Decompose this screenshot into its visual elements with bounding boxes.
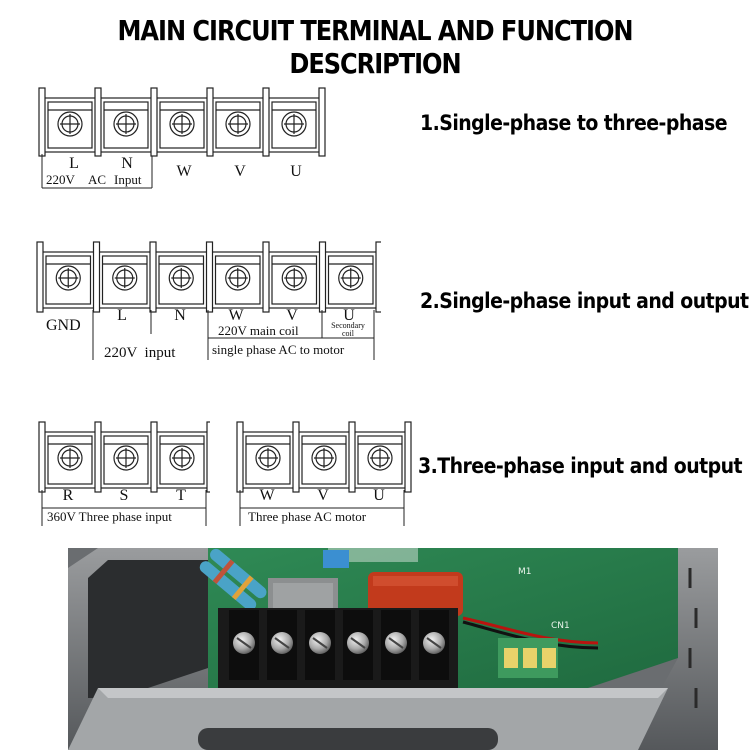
terminal-label-L: L <box>69 155 79 172</box>
section-3-label: 3.Three-phase input and output <box>418 454 743 478</box>
terminal-label-N: N <box>174 307 186 324</box>
terminal-separator <box>262 241 270 313</box>
terminal-separator <box>150 421 158 493</box>
terminal-block-1: L N W V U 220V AC Input <box>38 87 326 189</box>
terminal-label-L: L <box>117 307 127 324</box>
terminal-label-T: T <box>176 487 186 504</box>
terminal-label-V: V <box>234 163 246 180</box>
note-single-phase-motor: single phase AC to motor <box>212 342 345 357</box>
inverter-board-photo: M1 CN1 <box>68 548 718 750</box>
note-coil: coil <box>342 329 355 338</box>
terminal-separator <box>92 241 101 313</box>
terminal-label-N: N <box>121 155 133 172</box>
terminal-label-U: U <box>373 487 385 504</box>
terminal-separator <box>36 241 44 313</box>
section-2-label: 2.Single-phase input and output <box>420 289 749 313</box>
terminal-label-U: U <box>343 307 355 324</box>
page-title: MAIN CIRCUIT TERMINAL AND FUNCTION DESCR… <box>117 14 633 80</box>
terminal-separator <box>318 87 326 157</box>
terminal-label-W: W <box>176 163 192 180</box>
terminal-separator <box>262 87 270 157</box>
terminal-block-2: GND L N W V U 220V main coil Secondary c… <box>36 241 381 361</box>
note-secondary: Secondary <box>331 321 365 330</box>
terminal-separator <box>348 421 356 493</box>
terminal-separator <box>318 241 327 313</box>
board-label-m1: M1 <box>518 567 532 577</box>
terminal-separator <box>236 421 244 493</box>
note-220v-input: 220V input <box>104 345 176 361</box>
section-1-label: 1.Single-phase to three-phase <box>420 111 728 135</box>
terminal-separator <box>206 421 210 493</box>
terminal-separator <box>404 421 412 493</box>
terminal-separator <box>38 87 46 157</box>
terminal-label-U: U <box>290 163 302 180</box>
terminal-separator <box>94 87 102 157</box>
note-220v: 220V <box>46 172 76 187</box>
terminal-separator <box>205 241 214 313</box>
terminal-block-3-input: R S T 360V Three phase input <box>38 421 210 526</box>
terminal-separator <box>292 421 300 493</box>
terminal-label-W: W <box>259 487 275 504</box>
terminal-label-W: W <box>228 307 244 324</box>
board-label-cn1: CN1 <box>551 621 570 631</box>
terminal-separator <box>94 421 102 493</box>
terminal-label-S: S <box>120 487 129 504</box>
terminal-label-gnd: GND <box>46 317 81 334</box>
terminal-label-R: R <box>63 487 74 504</box>
terminal-separator <box>206 87 214 157</box>
note-input: Input <box>114 172 142 187</box>
terminal-label-V: V <box>317 487 329 504</box>
terminal-separator <box>150 87 158 157</box>
note-ac: AC <box>88 172 106 187</box>
terminal-separator <box>375 241 381 313</box>
note-360v-input: 360V Three phase input <box>47 509 172 524</box>
note-motor: Three phase AC motor <box>248 509 367 524</box>
terminal-separator <box>149 241 157 313</box>
note-main-coil: 220V main coil <box>218 323 299 338</box>
terminal-block-3-output: W V U Three phase AC motor <box>236 421 412 526</box>
terminal-label-V: V <box>286 307 298 324</box>
terminal-separator <box>38 421 46 493</box>
